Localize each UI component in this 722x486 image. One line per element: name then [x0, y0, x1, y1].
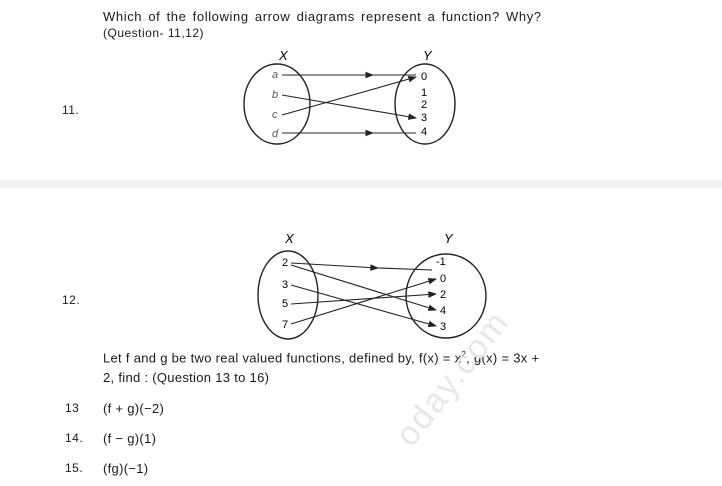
diagram-11-codomain-element: 0	[421, 71, 427, 83]
diagram-12-codomain-element: -1	[436, 256, 446, 268]
problem-item-expression: (f + g)(−2)	[103, 401, 165, 416]
problem-item-expression: (fg)(−1)	[103, 461, 149, 476]
question-heading: Which of the following arrow diagrams re…	[103, 9, 542, 24]
diagram-11-set-y-label: Y	[423, 48, 433, 63]
diagram-12-codomain-element: 0	[440, 273, 446, 285]
arrow-diagram-11: X Y a b c d 0 1 2 3 4	[243, 48, 456, 145]
diagram-12-domain-element: 5	[282, 298, 288, 310]
section-divider	[0, 180, 722, 188]
diagram-12-domain-element: 7	[282, 319, 288, 331]
exponent: 2	[461, 350, 467, 359]
diagram-11-arrow	[281, 94, 418, 120]
diagram-12-arrow	[290, 284, 438, 328]
diagram-12-set-x-label: X	[284, 231, 295, 246]
problem-item-expression: (f − g)(1)	[103, 431, 157, 446]
arrow-diagram-12: X Y 2 3 5 7 -1 0 2 4 3	[257, 231, 487, 340]
diagram-11-codomain-oval	[394, 63, 456, 145]
diagram-12-domain-element: 3	[282, 279, 288, 291]
diagram-12-arrow	[290, 291, 438, 305]
diagram-12-arrow	[290, 278, 438, 325]
diagram-11-domain-element: a	[272, 69, 278, 81]
diagram-11-domain-element: b	[272, 89, 278, 101]
diagram-11-codomain-element: 2	[421, 99, 427, 111]
diagram-12-arrow	[290, 262, 380, 271]
diagram-12-domain-element: 2	[282, 257, 288, 269]
problem-item-number: 14.	[65, 431, 84, 445]
diagram-12-codomain-element: 4	[440, 305, 446, 317]
diagram-12-arrow	[377, 267, 433, 271]
diagram-12-codomain-element: 3	[440, 321, 446, 333]
diagram-12-arrow	[290, 264, 438, 311]
diagram-11-codomain-element: 4	[421, 126, 427, 138]
diagram-11-domain-element: d	[272, 128, 279, 140]
diagram-11-codomain-element: 3	[421, 112, 427, 124]
diagram-11-arrow	[281, 75, 418, 116]
problem-item-number: 13	[65, 401, 80, 415]
diagram-11-domain-element: c	[272, 109, 278, 121]
diagram-11-number: 11.	[62, 103, 80, 117]
problem-intro-line-1: Let f and g be two real valued functions…	[103, 350, 540, 366]
diagram-11-codomain-element: 1	[421, 87, 427, 99]
question-reference: (Question- 11,12)	[103, 26, 204, 40]
problem-item-number: 15.	[65, 461, 84, 475]
diagram-11-domain-oval	[243, 63, 311, 145]
diagram-12-number: 12.	[62, 293, 81, 307]
diagram-12-set-y-label: Y	[444, 231, 454, 246]
diagram-12-codomain-element: 2	[440, 289, 446, 301]
diagram-11-set-x-label: X	[278, 48, 289, 63]
problem-intro-line-2: 2, find : (Question 13 to 16)	[103, 370, 270, 385]
diagram-12-domain-oval	[257, 250, 319, 340]
